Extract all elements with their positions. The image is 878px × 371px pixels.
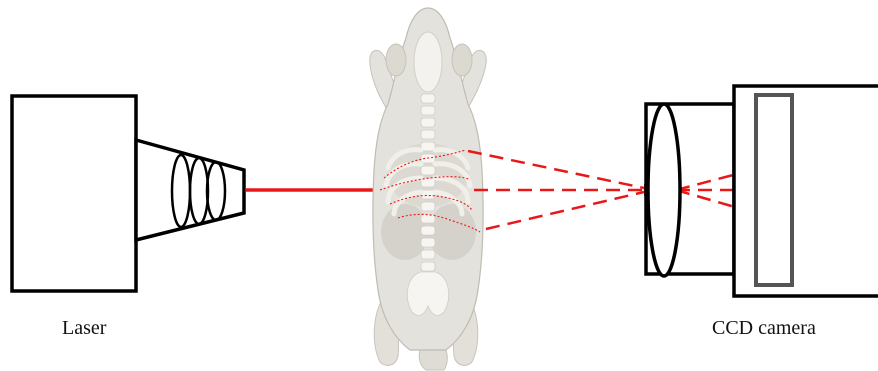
camera-lens [648, 104, 680, 276]
ray-3 [486, 192, 644, 229]
laser-source-icon [12, 96, 244, 291]
scattered-light-rays [468, 151, 752, 229]
mouse-ear-right [452, 44, 472, 76]
laser-body [12, 96, 136, 291]
mouse-ear-left [386, 44, 406, 76]
laser-label: Laser [62, 318, 106, 338]
mouse-phantom-icon [370, 8, 487, 370]
ccd-camera-label: CCD camera [712, 318, 816, 338]
ccd-camera-icon [646, 86, 878, 296]
mouse-spine [421, 94, 435, 271]
mouse-skull [414, 32, 442, 92]
mouse-tail [419, 350, 447, 370]
ray-1 [468, 151, 644, 188]
